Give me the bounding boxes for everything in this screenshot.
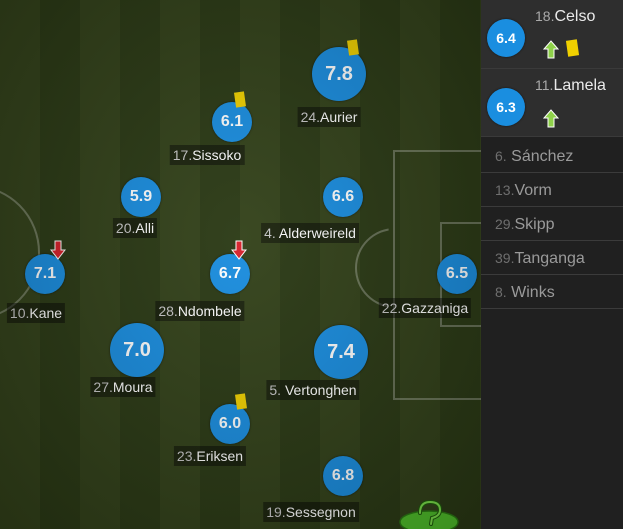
player-label: 10.Kane bbox=[6, 303, 66, 323]
bench-player-sanchez[interactable]: 6. Sánchez bbox=[481, 139, 623, 173]
rating-badge: 5.9 bbox=[121, 177, 161, 217]
sub-off-icon bbox=[50, 240, 66, 260]
yellow-card-icon bbox=[234, 91, 246, 108]
bench-player-tanganga[interactable]: 39.Tanganga bbox=[481, 241, 623, 275]
player-label: 19.Sessegnon bbox=[263, 502, 359, 522]
player-label: 22.Gazzaniga bbox=[378, 298, 472, 318]
rating-badge: 7.4 bbox=[314, 325, 368, 379]
substitute-lamela[interactable]: 6.3 11.Lamela bbox=[481, 69, 623, 137]
player-label: 5. Vertonghen bbox=[266, 380, 360, 400]
player-label: 23.Eriksen bbox=[173, 446, 247, 466]
rating-badge: 6.8 bbox=[323, 456, 363, 496]
center-circle bbox=[0, 185, 40, 320]
rating-badge: 6.4 bbox=[487, 19, 525, 57]
player-label: 28.Ndombele bbox=[155, 301, 245, 321]
substitute-label: 18.Celso bbox=[535, 8, 596, 25]
substitute-label: 11.Lamela bbox=[535, 77, 606, 94]
pitch: 7.8 24.Aurier 6.1 17.Sissoko 5.9 20.Alli… bbox=[0, 0, 481, 529]
player-label: 27.Moura bbox=[90, 377, 156, 397]
rating-badge: 6.0 bbox=[210, 404, 250, 444]
penalty-area bbox=[393, 150, 481, 400]
substitutes-panel: 6.4 18.Celso 6.3 11.Lamela 6. Sánchez 13… bbox=[481, 0, 623, 529]
yellow-card-icon bbox=[235, 393, 247, 410]
bench-player-vorm[interactable]: 13.Vorm bbox=[481, 173, 623, 207]
rating-badge: 7.8 bbox=[312, 47, 366, 101]
player-label: 24.Aurier bbox=[297, 107, 361, 127]
substitute-celso[interactable]: 6.4 18.Celso bbox=[481, 0, 623, 69]
player-label: 20.Alli bbox=[112, 218, 158, 238]
rating-badge: 6.3 bbox=[487, 88, 525, 126]
bench-player-skipp[interactable]: 29.Skipp bbox=[481, 207, 623, 241]
yellow-card-icon bbox=[565, 39, 580, 57]
yellow-card-icon bbox=[347, 39, 359, 56]
rating-badge: 6.1 bbox=[212, 102, 252, 142]
rating-badge: 7.1 bbox=[25, 254, 65, 294]
question-mark-icon[interactable] bbox=[398, 498, 460, 529]
rating-badge: 7.0 bbox=[110, 323, 164, 377]
sub-off-icon bbox=[231, 240, 247, 260]
sub-on-icon bbox=[543, 40, 559, 59]
rating-badge: 6.7 bbox=[210, 254, 250, 294]
player-label: 4. Alderweireld bbox=[261, 223, 359, 243]
bench-player-winks[interactable]: 8. Winks bbox=[481, 275, 623, 309]
sub-on-icon bbox=[543, 109, 559, 128]
rating-badge: 6.6 bbox=[323, 177, 363, 217]
rating-badge: 6.5 bbox=[437, 254, 477, 294]
player-label: 17.Sissoko bbox=[169, 145, 245, 165]
